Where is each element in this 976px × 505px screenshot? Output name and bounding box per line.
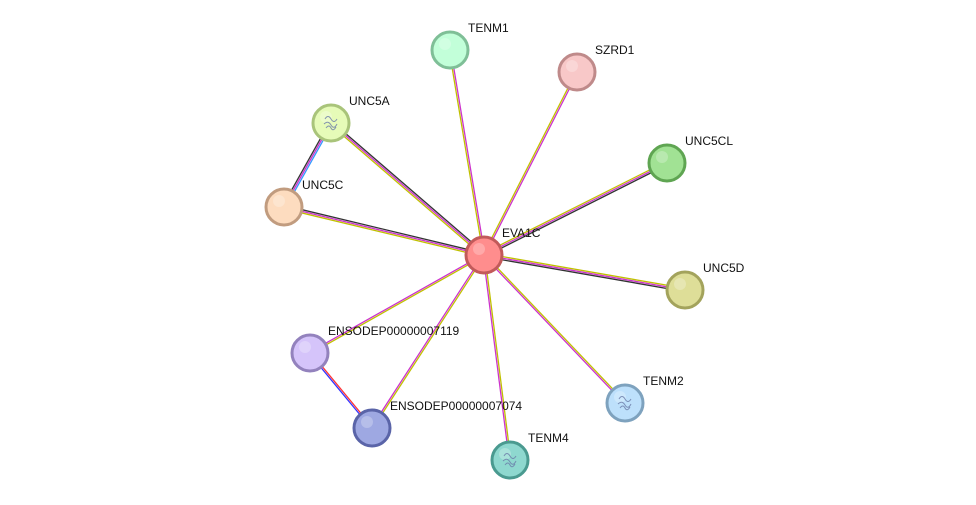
node-circle[interactable] (290, 333, 330, 373)
edge-evidence-line (329, 123, 484, 257)
edge-EVA1C-UNC5CL[interactable] (482, 160, 669, 258)
edge-evidence-line (372, 255, 486, 429)
edge-evidence-line (484, 72, 579, 256)
edge-evidence-line (331, 121, 486, 255)
node-circle[interactable] (665, 270, 705, 310)
edge-evidence-line (484, 252, 686, 290)
node-highlight (473, 243, 485, 255)
node-circle[interactable] (605, 383, 645, 423)
node-circle[interactable] (352, 408, 392, 448)
node-unc5a[interactable]: UNC5A (311, 94, 390, 143)
edge-evidence-line (284, 204, 485, 255)
node-highlight (361, 416, 373, 428)
node-tenm1[interactable]: TENM1 (430, 21, 509, 70)
node-label: UNC5D (703, 261, 745, 275)
edge-evidence-line (482, 255, 510, 461)
edge-evidence-line (484, 254, 627, 403)
protein-structure-icon (323, 116, 338, 131)
node-label: UNC5CL (685, 134, 733, 148)
node-label: EVA1C (502, 226, 541, 240)
edge-evidence-line (483, 254, 686, 291)
edge-evidence-line (310, 255, 485, 355)
edge-evidence-line (482, 255, 625, 404)
edges-layer (282, 49, 686, 461)
node-circle[interactable] (311, 103, 351, 143)
edge-evidence-line (309, 253, 484, 353)
node-highlight (656, 151, 668, 163)
node-unc5cl[interactable]: UNC5CL (647, 134, 733, 183)
node-circle[interactable] (490, 440, 530, 480)
edge-evidence-line (484, 163, 669, 258)
node-circle[interactable] (647, 143, 687, 183)
edge-EVA1C-ENSODEP00000007074[interactable] (370, 254, 486, 429)
edge-evidence-line (448, 50, 484, 256)
edge-evidence-line (484, 254, 512, 460)
edge-EVA1C-UNC5D[interactable] (483, 252, 686, 293)
protein-structure-icon (502, 453, 517, 468)
node-label: ENSODEP00000007074 (390, 399, 522, 413)
node-circle[interactable] (430, 30, 470, 70)
node-tenm2[interactable]: TENM2 (605, 374, 684, 423)
protein-structure-icon (617, 396, 632, 411)
node-circle[interactable] (264, 187, 304, 227)
edge-evidence-line (283, 206, 485, 256)
edge-EVA1C-TENM1[interactable] (448, 49, 486, 256)
edge-evidence-line (330, 122, 485, 256)
node-highlight (273, 195, 285, 207)
node-circle[interactable] (464, 235, 504, 275)
edge-evidence-line (483, 255, 685, 293)
node-highlight (674, 278, 686, 290)
edge-evidence-line (450, 49, 486, 255)
node-unc5c[interactable]: UNC5C (264, 178, 344, 227)
node-label: ENSODEP00000007119 (328, 324, 460, 338)
node-tenm4[interactable]: TENM4 (490, 431, 569, 480)
edge-evidence-line (283, 207, 484, 258)
edge-evidence-line (370, 254, 484, 428)
edge-EVA1C-UNC5A[interactable] (329, 121, 486, 257)
node-label: UNC5A (349, 94, 390, 108)
node-highlight (299, 341, 311, 353)
node-label: TENM1 (468, 21, 509, 35)
node-label: TENM4 (528, 431, 569, 445)
node-ensodep00000007074[interactable]: ENSODEP00000007074 (352, 399, 522, 448)
node-ensodep00000007119[interactable]: ENSODEP00000007119 (290, 324, 460, 373)
edge-evidence-line (482, 71, 577, 255)
node-eva1c[interactable]: EVA1C (464, 226, 541, 275)
edge-EVA1C-SZRD1[interactable] (482, 71, 579, 256)
node-label: TENM2 (643, 374, 684, 388)
edge-evidence-line (482, 160, 667, 255)
edge-evidence-line (483, 162, 668, 256)
node-label: SZRD1 (595, 43, 635, 57)
node-circle[interactable] (557, 52, 597, 92)
edge-EVA1C-TENM4[interactable] (482, 254, 512, 461)
edge-EVA1C-ENSODEP00000007119[interactable] (309, 253, 485, 355)
node-szrd1[interactable]: SZRD1 (557, 43, 635, 92)
edge-EVA1C-UNC5C[interactable] (283, 204, 485, 258)
edge-EVA1C-TENM2[interactable] (482, 254, 627, 404)
node-label: UNC5C (302, 178, 344, 192)
node-highlight (566, 60, 578, 72)
node-unc5d[interactable]: UNC5D (665, 261, 745, 310)
node-highlight (439, 38, 451, 50)
